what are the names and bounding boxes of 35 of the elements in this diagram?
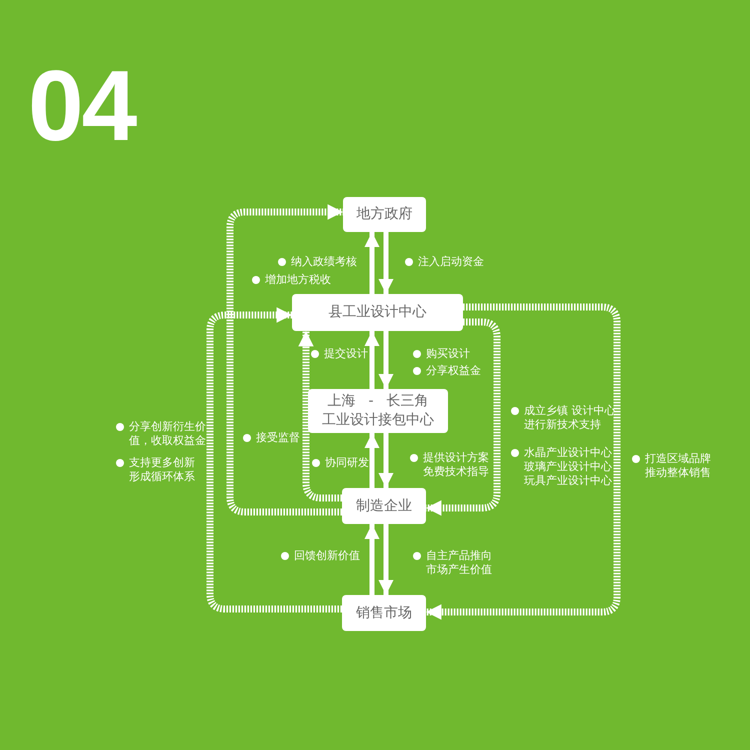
arrow <box>226 204 343 516</box>
arrow <box>378 331 394 389</box>
bullet-note: 增加地方税收 <box>252 273 331 287</box>
arrow <box>206 307 342 612</box>
bullet-note: 回馈创新价值 <box>281 549 360 563</box>
bullet-note: 打造区域品牌推动整体销售 <box>632 452 714 480</box>
process-box: 上海 - 长三角工业设计接包中心 <box>308 389 448 433</box>
process-box: 制造企业 <box>342 488 426 524</box>
bullet-note: 纳入政绩考核 <box>278 255 357 269</box>
bullet-note: 自主产品推向市场产生价值 <box>413 549 496 577</box>
arrow <box>364 524 380 595</box>
arrow <box>364 232 380 294</box>
bullet-note: 水晶产业设计中心玻璃产业设计中心玩具产业设计中心 <box>511 446 616 488</box>
arrow <box>378 232 394 294</box>
heading-number: 04 <box>28 56 136 156</box>
arrow <box>378 524 394 595</box>
process-box: 地方政府 <box>343 197 426 232</box>
arrow <box>426 318 500 516</box>
arrow <box>364 433 380 488</box>
bullet-note: 分享权益金 <box>413 364 481 378</box>
bullet-note: 提交设计 <box>311 347 368 361</box>
arrow <box>298 331 342 502</box>
arrow <box>378 433 394 488</box>
arrow <box>364 331 380 389</box>
process-box: 销售市场 <box>342 595 426 631</box>
bullet-note: 成立乡镇 设计中心进行新技术支持 <box>511 404 618 432</box>
bullet-note: 支持更多创新形成循环体系 <box>116 456 198 484</box>
process-box: 县工业设计中心 <box>292 294 463 331</box>
bullet-note: 提供设计方案免费技术指导 <box>410 451 492 479</box>
bullet-note: 购买设计 <box>413 347 470 361</box>
bullet-note: 分享创新衍生价值，收取权益金 <box>116 420 210 448</box>
arrow <box>426 304 620 620</box>
bullet-note: 注入启动资金 <box>405 255 484 269</box>
bullet-note: 协同研发 <box>312 456 369 470</box>
bullet-note: 接受监督 <box>243 431 300 445</box>
